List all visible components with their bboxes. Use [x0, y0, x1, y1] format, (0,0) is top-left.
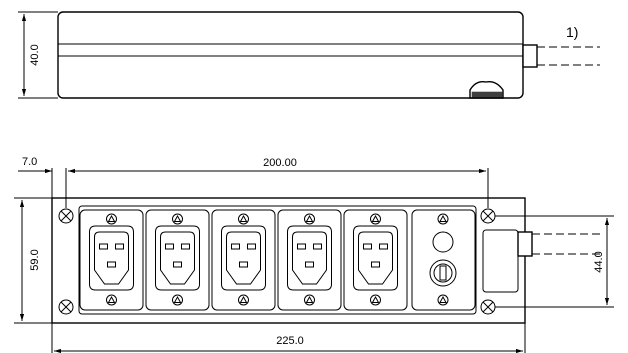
front-length-label: 225.0: [276, 335, 304, 347]
front-view: 7.0 200.00 59.0 44.0 225.0: [14, 156, 614, 353]
front-offset-label: 7.0: [22, 156, 37, 168]
iec-socket-icon: [343, 209, 408, 311]
switch-module: [411, 209, 476, 311]
iec-socket-icon: [211, 209, 276, 311]
iec-sockets: [79, 209, 408, 311]
cable-note-label: 1): [566, 24, 578, 40]
iec-socket-icon: [79, 209, 144, 311]
front-height-label: 59.0: [29, 249, 41, 270]
inner-height-label: 44.0: [593, 251, 605, 272]
module-screw-bottom: [437, 294, 449, 306]
module-screw-top: [437, 213, 449, 225]
side-height-label: 40.0: [29, 44, 41, 65]
cable-entry-block: [482, 229, 519, 293]
front-view-housing: [51, 197, 526, 324]
side-view: 1) 40.0: [18, 11, 600, 99]
screw-icon: [58, 299, 74, 315]
key-switch-icon: [429, 259, 457, 287]
screw-icon: [58, 208, 74, 224]
indicator-lamp-icon: [432, 231, 454, 253]
hole-spacing-label: 200.00: [263, 157, 297, 169]
side-view-housing: [57, 11, 524, 99]
iec-socket-icon: [145, 209, 210, 311]
iec-socket-icon: [277, 209, 342, 311]
side-view-clamp: [469, 80, 504, 99]
